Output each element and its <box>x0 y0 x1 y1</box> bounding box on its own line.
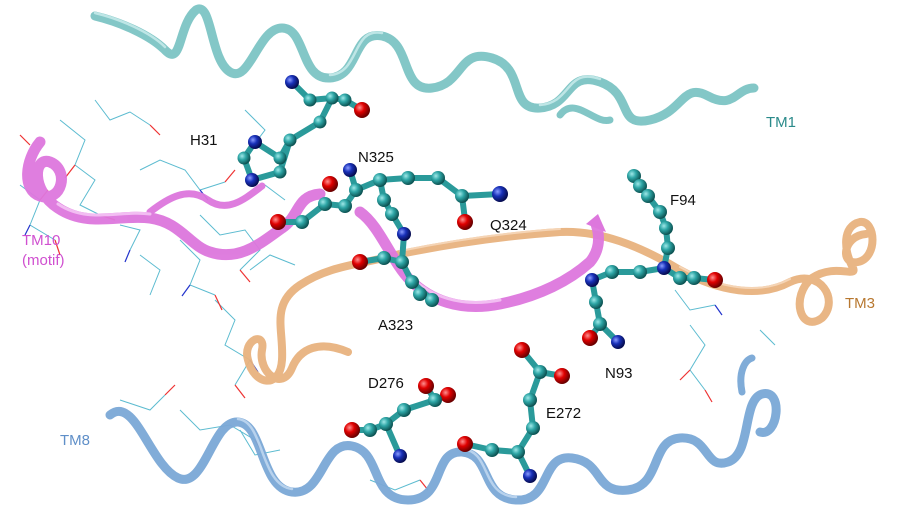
helix-sublabel-tm10: (motif) <box>22 252 65 269</box>
residue-label-h31: H31 <box>190 132 218 149</box>
residue-label-e272: E272 <box>546 405 581 422</box>
tm3-helix <box>243 218 877 385</box>
tm1-helix <box>90 4 759 126</box>
residue-labels: H31 N325 Q324 F94 A323 N93 D276 E272 <box>190 132 696 422</box>
residue-label-n325: N325 <box>358 149 394 166</box>
helix-label-tm8: TM8 <box>60 432 90 449</box>
residue-label-f94: F94 <box>670 192 696 209</box>
tm1-helix-highlight <box>93 11 602 107</box>
residue-label-a323: A323 <box>378 317 413 334</box>
tm8-helix-highlight <box>236 417 518 499</box>
helix-label-tm1: TM1 <box>766 114 796 131</box>
residue-label-d276: D276 <box>368 375 404 392</box>
residue-label-q324: Q324 <box>490 217 527 234</box>
tm10-arrow-head <box>586 214 606 232</box>
tm8-helix <box>105 354 781 505</box>
residue-label-n93: N93 <box>605 365 633 382</box>
helix-label-tm3: TM3 <box>845 295 875 312</box>
helix-labels: TM1 TM10 (motif) TM3 TM8 <box>22 114 875 449</box>
wire-sidechains <box>19 99 776 491</box>
helix-label-tm10: TM10 <box>22 232 60 249</box>
residue-atoms <box>237 75 723 483</box>
